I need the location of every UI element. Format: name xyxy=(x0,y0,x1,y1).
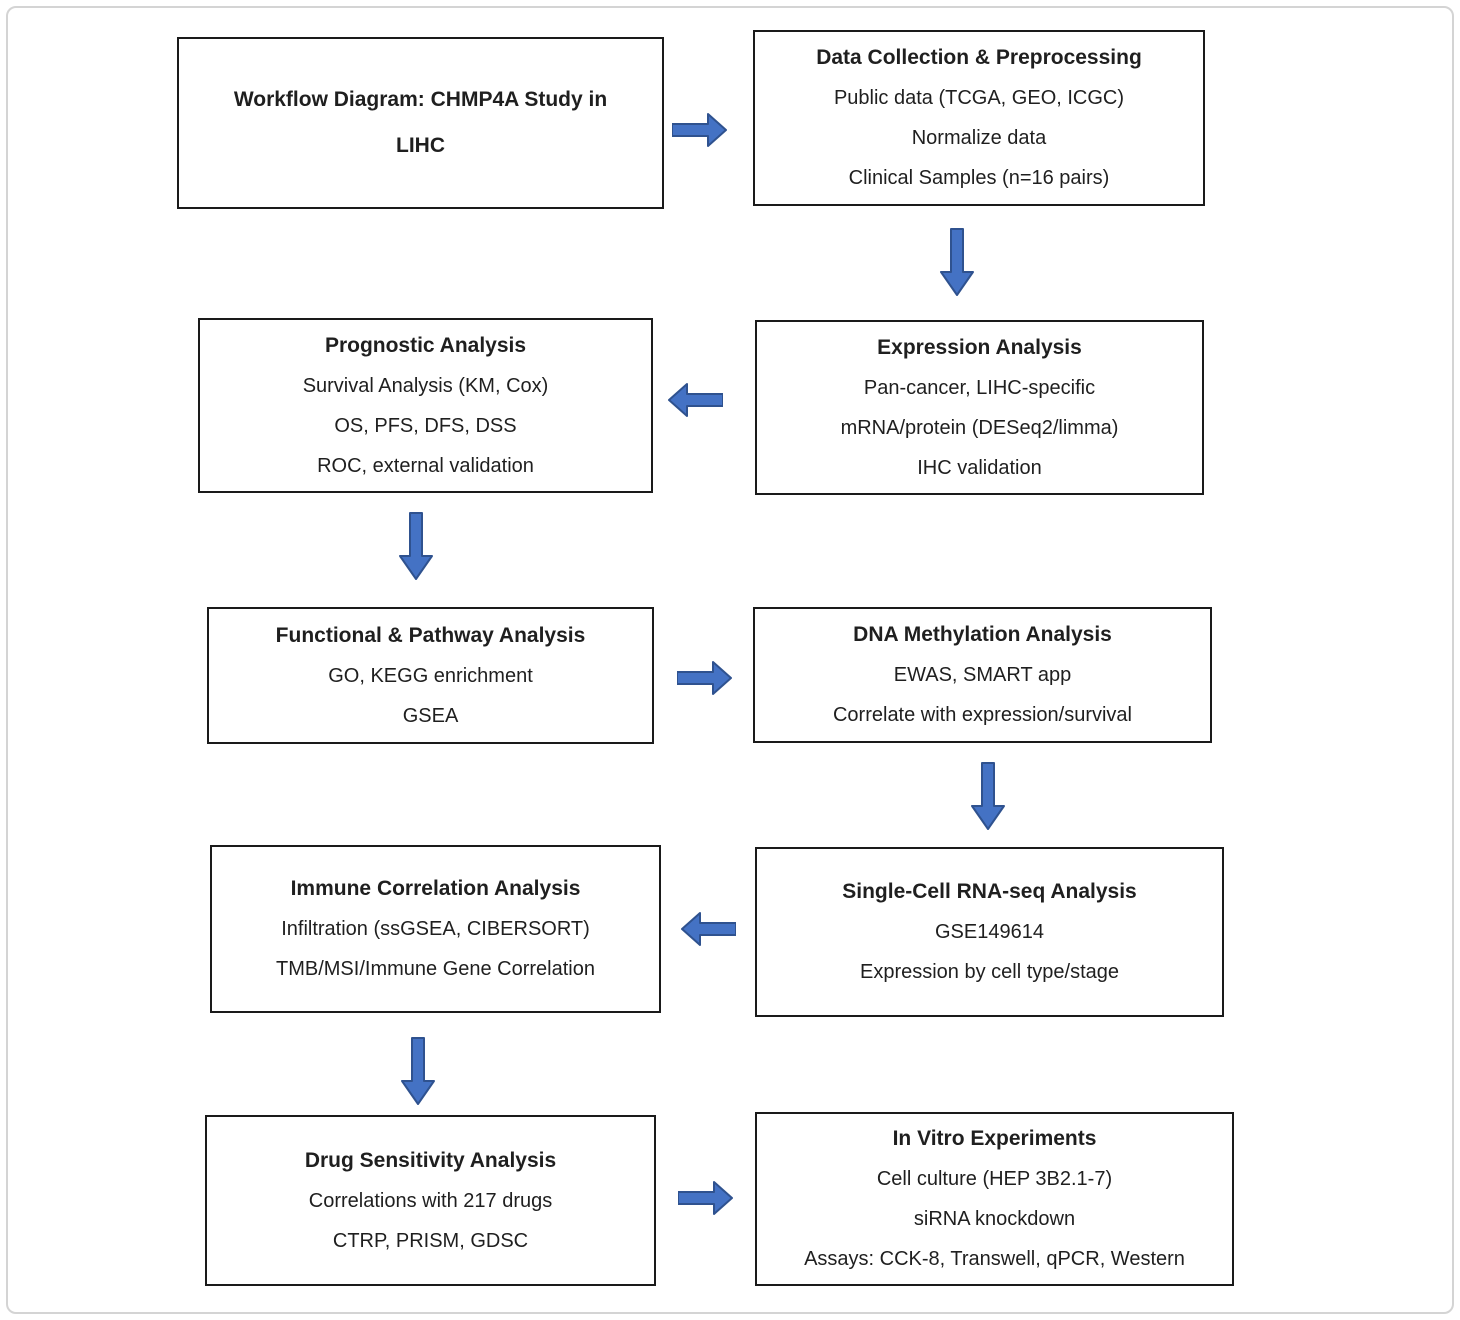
node-line: GSEA xyxy=(402,704,459,727)
node-expression-analysis: Expression Analysis Pan-cancer, LIHC-spe… xyxy=(755,320,1204,495)
node-line: Survival Analysis (KM, Cox) xyxy=(302,374,549,397)
node-line: Correlations with 217 drugs xyxy=(308,1189,553,1212)
node-line: Public data (TCGA, GEO, ICGC) xyxy=(833,87,1125,109)
arrow-down-icon xyxy=(401,1037,435,1105)
node-drug-sensitivity-analysis: Drug Sensitivity Analysis Correlations w… xyxy=(205,1115,656,1286)
node-title: Immune Correlation Analysis xyxy=(290,877,581,900)
node-line: Normalize data xyxy=(911,127,1047,149)
node-data-collection: Data Collection & Preprocessing Public d… xyxy=(753,30,1205,206)
node-line: Assays: CCK-8, Transwell, qPCR, Western xyxy=(804,1248,1185,1270)
arrow-down-icon xyxy=(971,762,1005,830)
node-line: GSE149614 xyxy=(935,921,1044,943)
node-title: Expression Analysis xyxy=(877,335,1082,359)
arrow-left-icon xyxy=(668,383,723,417)
node-dna-methylation-analysis: DNA Methylation Analysis EWAS, SMART app… xyxy=(753,607,1212,743)
node-single-cell-rna-seq-analysis: Single-Cell RNA-seq Analysis GSE149614 E… xyxy=(755,847,1224,1017)
arrow-down-icon xyxy=(940,228,974,296)
node-line: Cell culture (HEP 3B2.1-7) xyxy=(876,1168,1113,1190)
node-line: Correlate with expression/survival xyxy=(832,704,1132,726)
node-line: siRNA knockdown xyxy=(913,1208,1076,1230)
node-line: Clinical Samples (n=16 pairs) xyxy=(848,167,1110,189)
node-line: TMB/MSI/Immune Gene Correlation xyxy=(276,958,595,980)
node-title: In Vitro Experiments xyxy=(892,1127,1097,1150)
node-title: Single-Cell RNA-seq Analysis xyxy=(842,880,1137,903)
node-title: DNA Methylation Analysis xyxy=(853,623,1112,646)
arrow-left-icon xyxy=(681,912,736,946)
node-workflow-title: Workflow Diagram: CHMP4A Study in LIHC xyxy=(177,37,664,209)
node-title: Workflow Diagram: CHMP4A Study in LIHC xyxy=(233,88,608,157)
node-line: mRNA/protein (DESeq2/limma) xyxy=(840,416,1119,439)
node-prognostic-analysis: Prognostic Analysis Survival Analysis (K… xyxy=(198,318,653,493)
node-line: Pan-cancer, LIHC-specific xyxy=(863,376,1096,399)
arrow-down-icon xyxy=(399,512,433,580)
node-line: Expression by cell type/stage xyxy=(859,961,1120,983)
node-line: ROC, external validation xyxy=(317,454,534,477)
node-line: CTRP, PRISM, GDSC xyxy=(332,1229,529,1252)
node-title: Drug Sensitivity Analysis xyxy=(304,1148,557,1172)
node-line: Infiltration (ssGSEA, CIBERSORT) xyxy=(281,918,590,940)
node-line: IHC validation xyxy=(917,456,1042,479)
node-functional-pathway-analysis: Functional & Pathway Analysis GO, KEGG e… xyxy=(207,607,654,744)
node-line: EWAS, SMART app xyxy=(893,664,1072,686)
node-title: Functional & Pathway Analysis xyxy=(275,623,586,647)
node-line: GO, KEGG enrichment xyxy=(328,664,533,687)
node-line: OS, PFS, DFS, DSS xyxy=(334,414,517,437)
node-title: Data Collection & Preprocessing xyxy=(816,46,1142,69)
arrow-right-icon xyxy=(677,661,732,695)
node-title: Prognostic Analysis xyxy=(324,333,527,357)
node-in-vitro-experiments: In Vitro Experiments Cell culture (HEP 3… xyxy=(755,1112,1234,1286)
node-immune-correlation-analysis: Immune Correlation Analysis Infiltration… xyxy=(210,845,661,1013)
outer-frame xyxy=(6,6,1454,1314)
arrow-right-icon xyxy=(678,1181,733,1215)
arrow-right-icon xyxy=(672,113,727,147)
